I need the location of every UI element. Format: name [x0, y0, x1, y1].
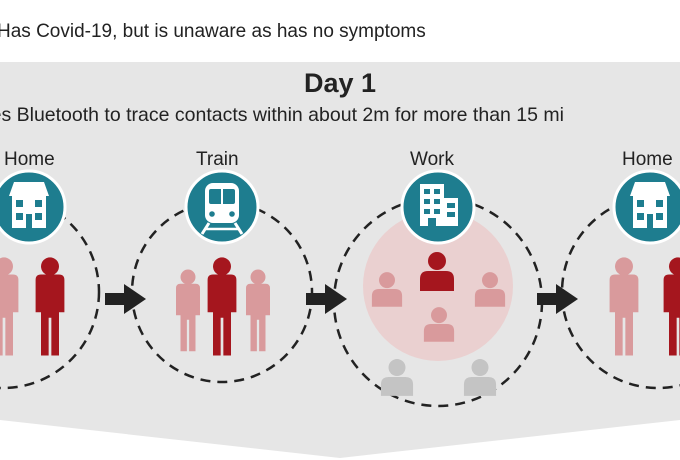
location-label-work: Work	[410, 149, 454, 170]
office-building-icon	[420, 184, 458, 226]
intro-caption: Has Covid-19, but is unaware as has no s…	[0, 21, 426, 42]
day-panel	[0, 62, 680, 458]
right-arrow-icon	[105, 284, 146, 314]
day-title: Day 1	[303, 68, 377, 98]
train-icon	[200, 183, 244, 235]
house-icon	[630, 182, 670, 228]
house-icon	[9, 182, 49, 228]
location-label-train: Train	[196, 149, 239, 170]
train-contact-circle	[130, 200, 314, 384]
right-arrow-icon	[306, 284, 347, 314]
right-arrow-icon	[537, 284, 578, 314]
location-label-home: Home	[4, 149, 55, 170]
location-label-home-2: Home	[622, 149, 673, 170]
day-subtitle: uses Bluetooth to trace contacts within …	[0, 104, 564, 126]
